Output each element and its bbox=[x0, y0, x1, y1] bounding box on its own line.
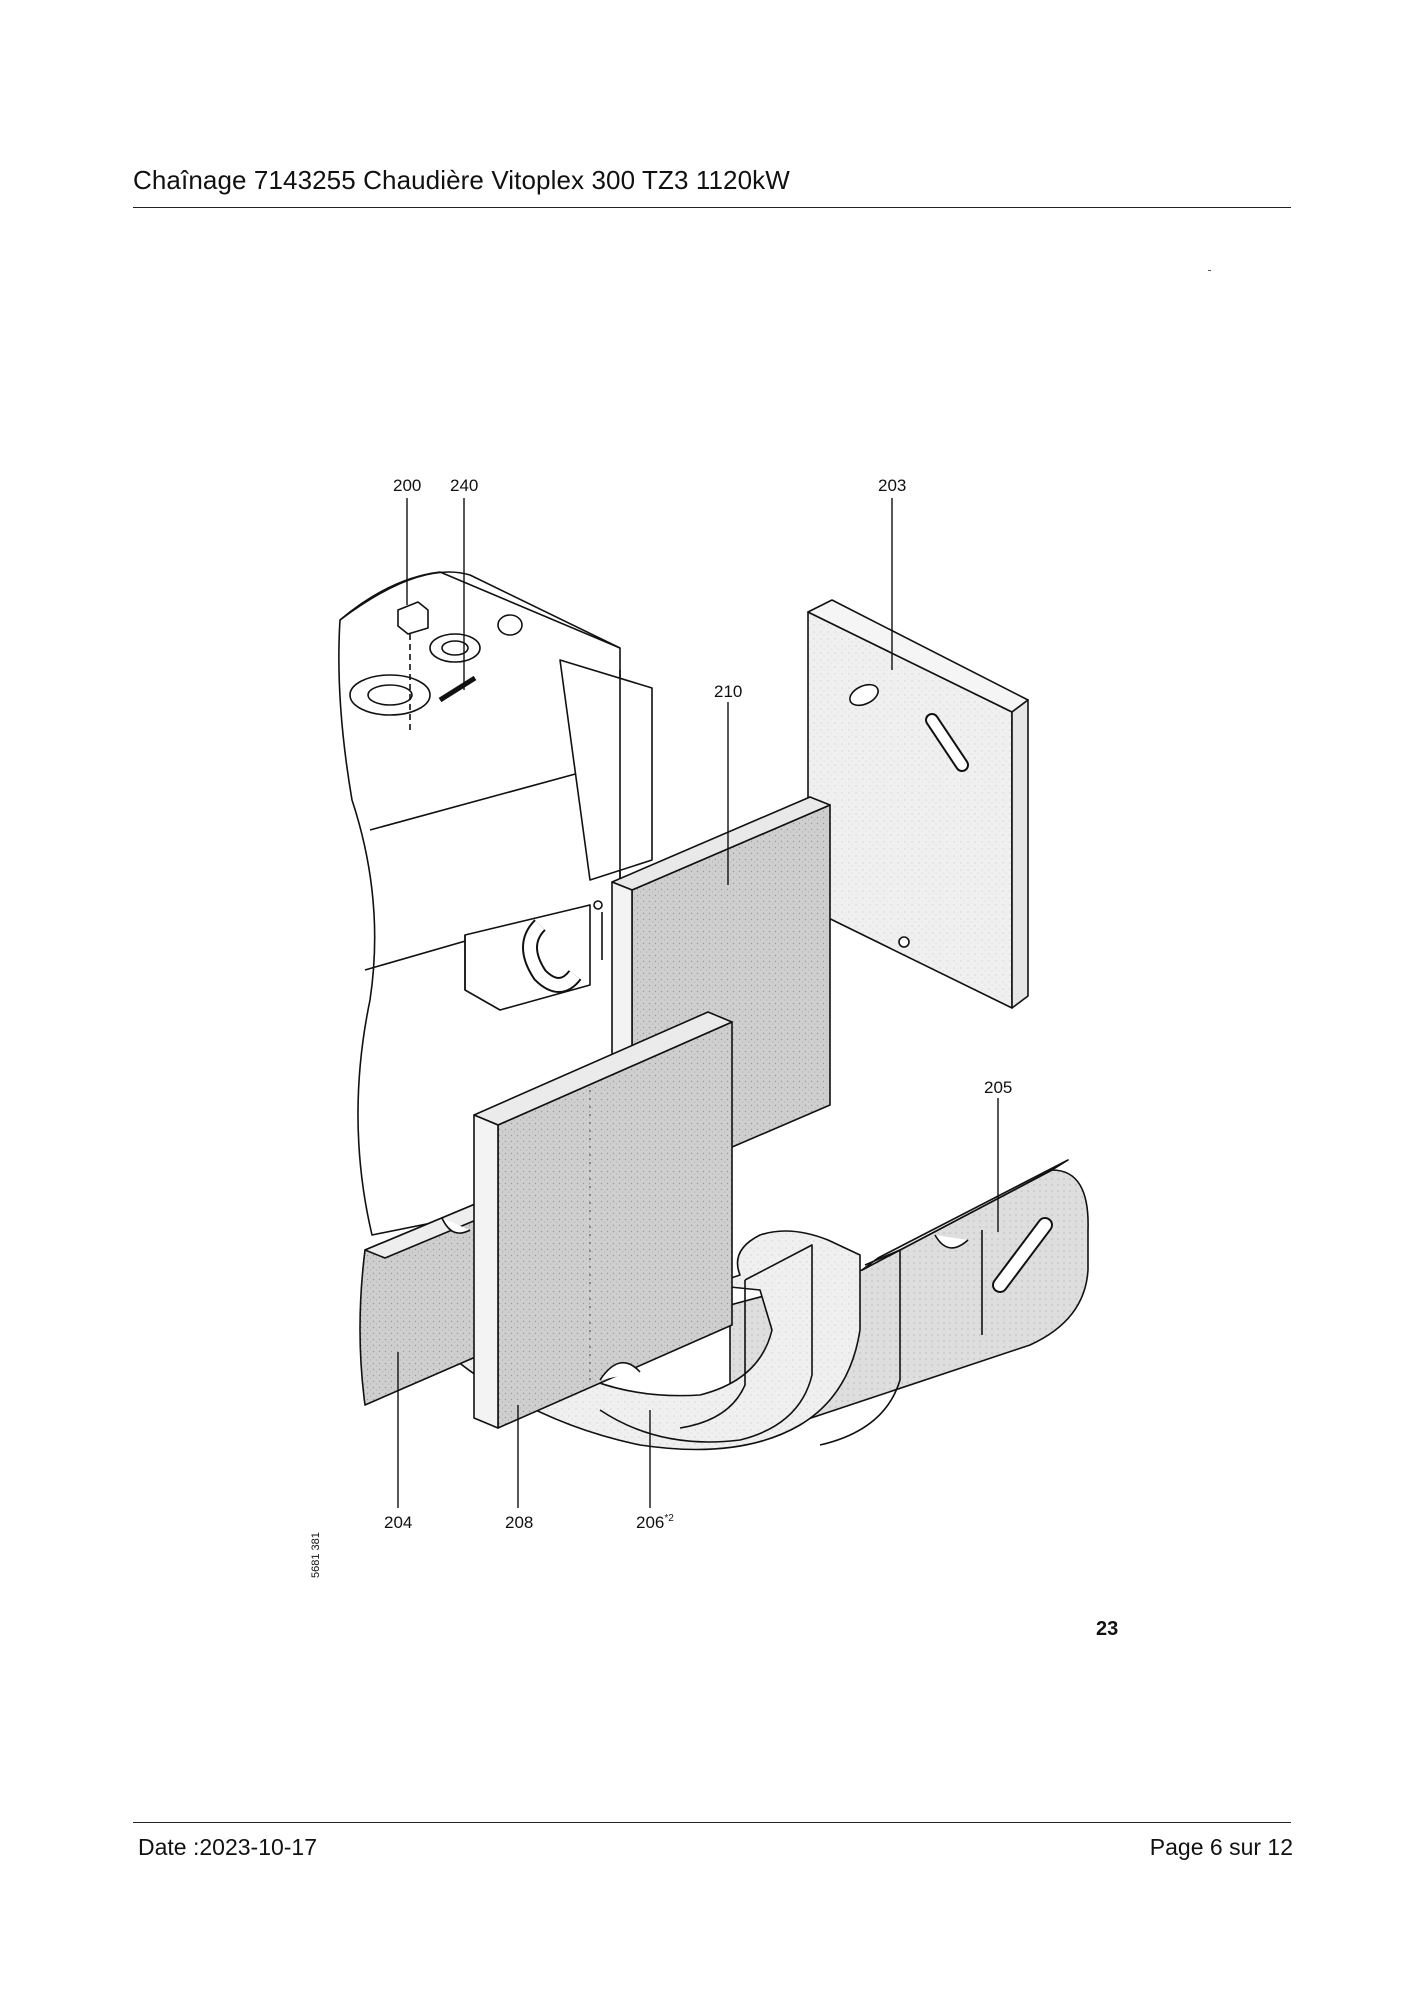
footer-page-number: Page 6 sur 12 bbox=[1149, 1834, 1293, 1860]
stray-mark bbox=[1208, 270, 1211, 271]
part-208-front-panel bbox=[473, 1011, 733, 1429]
callout-204: 204 bbox=[384, 1513, 412, 1532]
part-203-rear-panel bbox=[807, 599, 1029, 1009]
page-title: Chaînage 7143255 Chaudière Vitoplex 300 … bbox=[133, 165, 790, 195]
footer-date: Date :2023-10-17 bbox=[138, 1834, 318, 1860]
callout-208: 208 bbox=[505, 1513, 533, 1532]
callout-205: 205 bbox=[984, 1078, 1012, 1097]
callout-206: 206*2 bbox=[636, 1513, 674, 1532]
figure-number: 23 bbox=[1096, 1618, 1119, 1640]
drawing-number: 5681 381 bbox=[310, 1532, 322, 1578]
leader-lines bbox=[397, 498, 999, 1508]
part-204-left-shell bbox=[359, 1201, 501, 1406]
callout-210: 210 bbox=[714, 682, 742, 701]
footer-rule bbox=[133, 1822, 1291, 1823]
callout-200: 200 bbox=[393, 476, 421, 495]
callout-240: 240 bbox=[450, 476, 478, 495]
header-rule bbox=[133, 207, 1291, 208]
callout-203: 203 bbox=[878, 476, 906, 495]
